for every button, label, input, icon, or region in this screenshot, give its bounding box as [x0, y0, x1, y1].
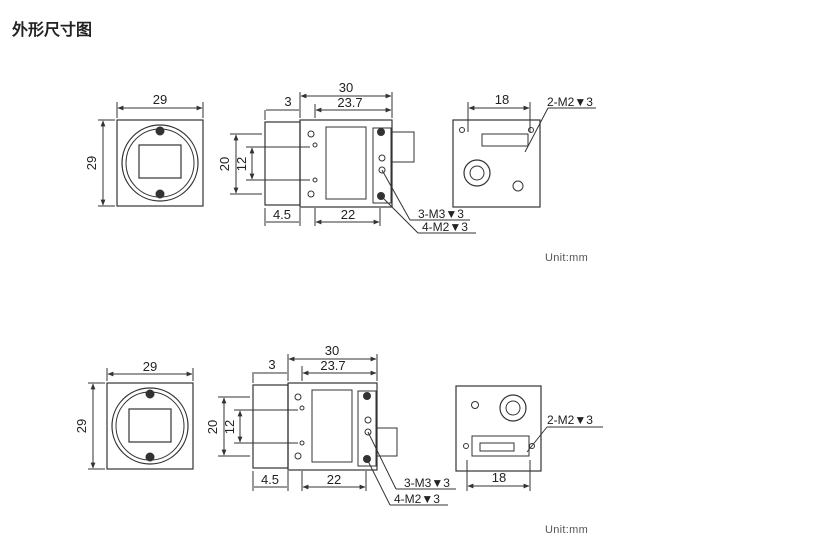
drawing-2	[88, 354, 603, 506]
d1-rear-width: 18	[495, 92, 509, 107]
d2-side-bottom-body: 22	[327, 472, 341, 487]
d2-front-width: 29	[143, 359, 157, 374]
d2-side-body: 23.7	[320, 358, 345, 373]
d1-side-inner: 12	[234, 157, 249, 171]
d2-side-inner: 12	[222, 420, 237, 434]
rear-view-1	[452, 102, 596, 208]
d1-side-bottom-left: 4.5	[273, 207, 291, 222]
side-view-1	[230, 92, 476, 234]
d2-rear-thread: 2-M2▼3	[547, 413, 593, 427]
d2-side-bottom-left: 4.5	[261, 472, 279, 487]
d2-thread-label-1: 3-M3▼3	[404, 476, 450, 490]
drawing-1	[98, 92, 596, 234]
d1-side-bottom-body: 22	[341, 207, 355, 222]
d1-front-height: 29	[84, 156, 99, 170]
section-title: 外形尺寸图	[12, 22, 93, 39]
d2-side-total: 30	[325, 343, 339, 358]
unit-label-1: Unit:mm	[545, 252, 589, 264]
d1-thread-label-1: 3-M3▼3	[418, 207, 464, 221]
d1-front-width: 29	[153, 92, 167, 107]
rear-view-2	[455, 385, 603, 491]
d1-side-body: 23.7	[337, 95, 362, 110]
d2-side-front: 3	[268, 357, 275, 372]
d2-thread-label-2: 4-M2▼3	[394, 492, 440, 506]
front-view-2	[88, 368, 194, 470]
d2-front-height: 29	[74, 419, 89, 433]
d1-side-front: 3	[284, 94, 291, 109]
d1-side-height: 20	[217, 157, 232, 171]
d1-thread-label-2: 4-M2▼3	[422, 220, 468, 234]
d1-side-total: 30	[339, 80, 353, 95]
front-view-1	[98, 102, 204, 207]
d2-rear-width: 18	[492, 470, 506, 485]
unit-label-2: Unit:mm	[545, 524, 589, 536]
d2-side-height: 20	[205, 420, 220, 434]
side-view-2	[218, 354, 456, 506]
d1-rear-thread: 2-M2▼3	[547, 95, 593, 109]
